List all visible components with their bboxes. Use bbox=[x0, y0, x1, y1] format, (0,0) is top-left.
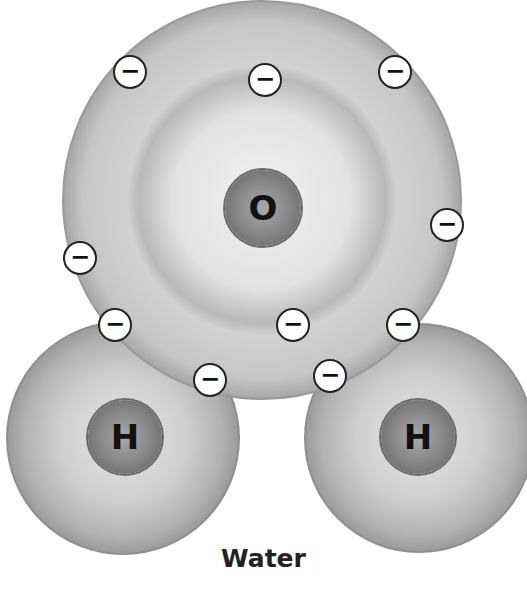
electron-charge: − bbox=[437, 212, 457, 236]
electron-charge: − bbox=[105, 312, 125, 336]
electron: − bbox=[313, 359, 347, 393]
electron-charge: − bbox=[200, 367, 220, 391]
atom-nucleus: H bbox=[88, 400, 162, 474]
electron-charge: − bbox=[283, 312, 303, 336]
electron-charge: − bbox=[393, 312, 413, 336]
oxygen-shell bbox=[63, 1, 461, 399]
electron-charge: − bbox=[70, 245, 90, 269]
atom-nucleus: H bbox=[381, 400, 455, 474]
electron: − bbox=[193, 363, 227, 397]
electron-charge: − bbox=[120, 59, 140, 83]
electron: − bbox=[113, 55, 147, 89]
caption: Water bbox=[0, 544, 527, 573]
electron: − bbox=[430, 208, 464, 242]
electron: − bbox=[276, 308, 310, 342]
electron-charge: − bbox=[320, 363, 340, 387]
element-symbol: H bbox=[404, 420, 432, 454]
atom-nucleus: O bbox=[225, 170, 301, 246]
electron-charge: − bbox=[385, 59, 405, 83]
electron: − bbox=[98, 308, 132, 342]
electron: − bbox=[63, 241, 97, 275]
electron: − bbox=[378, 55, 412, 89]
element-symbol: H bbox=[111, 420, 139, 454]
electron-charge: − bbox=[255, 67, 275, 91]
element-symbol: O bbox=[249, 191, 278, 225]
electron: − bbox=[386, 308, 420, 342]
electron: − bbox=[248, 63, 282, 97]
